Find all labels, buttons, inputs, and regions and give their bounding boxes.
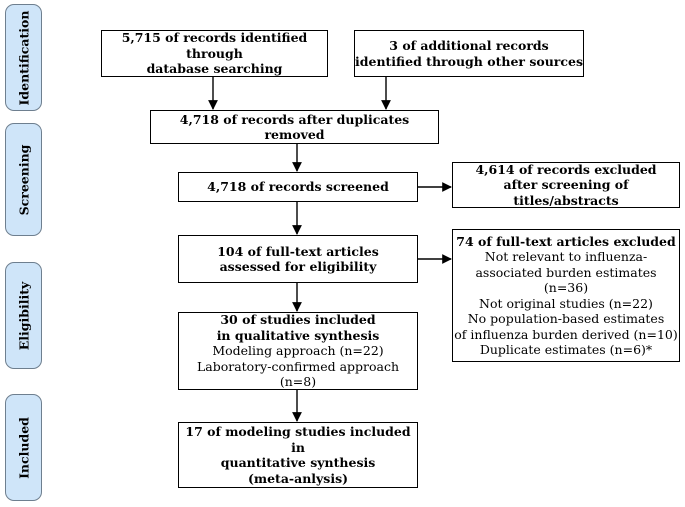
box-database-search: 5,715 of records identified through data… [101,30,328,77]
stage-eligibility: Eligibility [5,262,42,369]
stage-screening: Screening [5,123,42,236]
other-sources-line-1: 3 of additional records [389,38,549,53]
fulltext-assessed-line-1: 104 of full-text articles [217,243,379,259]
box-fulltext-assessed: 104 of full-text articles assessed for e… [178,235,418,283]
stage-identification: Identification [5,4,42,111]
exclusion-reason: Not original studies (n=22) [479,295,653,311]
qualitative-item: Laboratory-confirmed approach (n=8) [196,358,400,390]
exclusion-reason: Not relevant to influenza- [484,249,648,264]
quantitative-line-2: quantitative synthesis [220,455,376,470]
after-duplicates-text: 4,718 of records after duplicates remove… [179,111,410,143]
database-search-line-1: 5,715 of records identified through [121,30,308,61]
screened-text: 4,718 of records screened [207,179,389,195]
box-fulltext-excluded: 74 of full-text articles excluded Not re… [452,229,680,362]
qualitative-title-line-2: in qualitative synthesis [216,327,380,343]
box-after-duplicates: 4,718 of records after duplicates remove… [150,110,439,144]
quantitative-line-3: (meta-anlysis) [247,470,349,486]
fulltext-assessed-line-2: assessed for eligibility [219,259,377,274]
box-screened: 4,718 of records screened [178,172,418,202]
database-search-line-2: database searching [146,61,283,77]
fulltext-excluded-title: 74 of full-text articles excluded [456,233,676,249]
box-qualitative: 30 of studies included in qualitative sy… [178,312,418,390]
stage-included: Included [5,394,42,501]
exclusion-reason: associated burden estimates (n=36) [475,264,657,296]
exclusion-reason: No population-based estimates [467,311,665,326]
excluded-screening-line-2: after screening of titles/abstracts [503,177,629,208]
box-other-sources: 3 of additional records identified throu… [354,30,584,77]
qualitative-item: Modeling approach (n=22) [212,343,384,359]
excluded-screening-line-1: 4,614 of records excluded [475,161,657,177]
exclusion-reason: Duplicate estimates (n=6)* [479,342,653,357]
box-quantitative: 17 of modeling studies included in quant… [178,422,418,488]
other-sources-line-2: identified through other sources [355,53,583,69]
exclusion-reason: of influenza burden derived (n=10) [454,326,678,342]
box-excluded-screening: 4,614 of records excluded after screenin… [452,162,680,208]
qualitative-title-line-1: 30 of studies included [220,312,376,328]
quantitative-line-1: 17 of modeling studies included in [185,424,411,455]
